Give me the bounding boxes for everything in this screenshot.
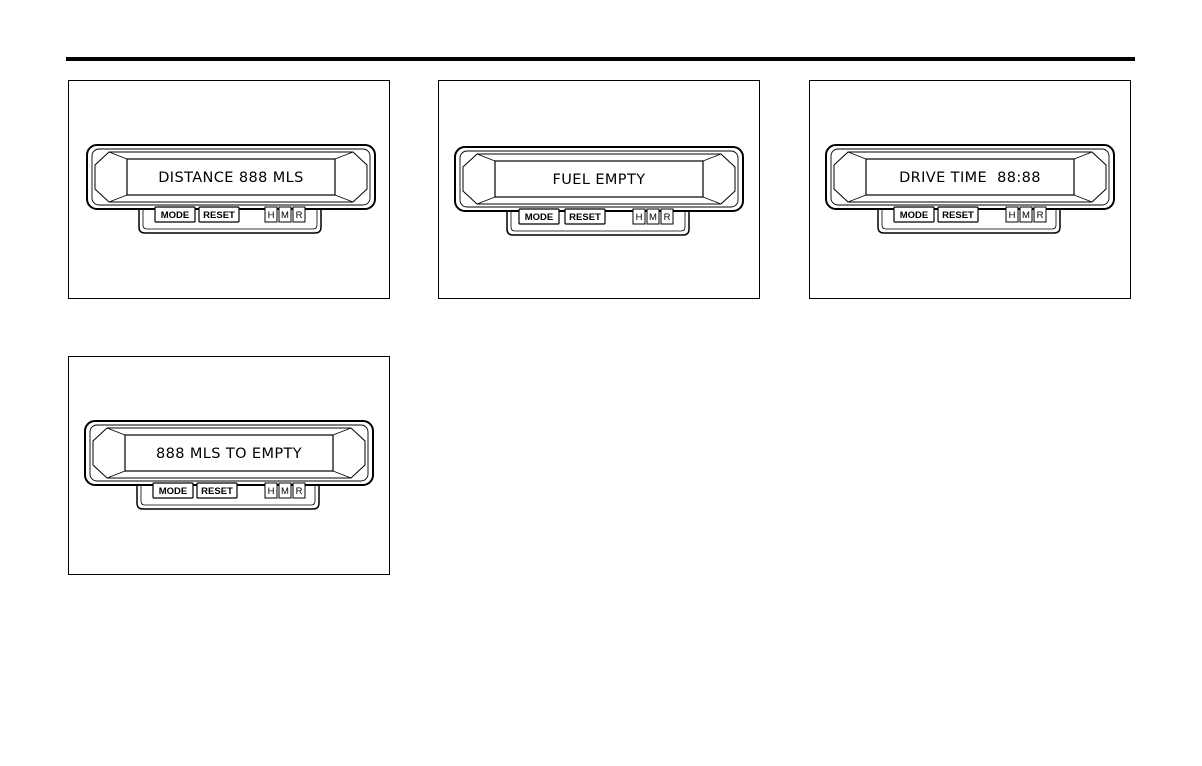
- trip-computer-display-illustration: FUEL EMPTY MODE RESET H M R: [439, 81, 761, 300]
- reset-indicator-label: R: [1037, 210, 1044, 221]
- header-rule: [66, 57, 1135, 61]
- trip-computer-display-illustration: DISTANCE 888 MLS MODE RESET H M R: [69, 81, 391, 300]
- reset-button-label: RESET: [569, 212, 601, 223]
- trip-computer-figure-distance: DISTANCE 888 MLS MODE RESET H M R: [68, 80, 390, 299]
- hours-indicator-label: H: [268, 210, 275, 221]
- minutes-indicator-label: M: [649, 212, 657, 223]
- reset-button-label: RESET: [203, 210, 235, 221]
- reset-indicator-label: R: [664, 212, 671, 223]
- reset-button-label: RESET: [942, 210, 974, 221]
- reset-indicator-label: R: [296, 210, 303, 221]
- lcd-readout: DRIVE TIME 88:88: [899, 170, 1041, 186]
- mode-button-label: MODE: [525, 212, 554, 223]
- trip-computer-figure-drive-time: DRIVE TIME 88:88 MODE RESET H M R: [809, 80, 1131, 299]
- minutes-indicator-label: M: [281, 210, 289, 221]
- trip-computer-figure-fuel-empty: FUEL EMPTY MODE RESET H M R: [438, 80, 760, 299]
- hours-indicator-label: H: [1009, 210, 1016, 221]
- mode-button-label: MODE: [900, 210, 929, 221]
- minutes-indicator-label: M: [1022, 210, 1030, 221]
- reset-button-label: RESET: [201, 486, 233, 497]
- trip-computer-display-illustration: 888 MLS TO EMPTY MODE RESET H M R: [69, 357, 391, 576]
- mode-button-label: MODE: [159, 486, 188, 497]
- hours-indicator-label: H: [268, 486, 275, 497]
- lcd-readout: 888 MLS TO EMPTY: [156, 446, 302, 462]
- lcd-readout: DISTANCE 888 MLS: [158, 170, 304, 186]
- minutes-indicator-label: M: [281, 486, 289, 497]
- reset-indicator-label: R: [296, 486, 303, 497]
- hours-indicator-label: H: [636, 212, 643, 223]
- mode-button-label: MODE: [161, 210, 190, 221]
- trip-computer-display-illustration: DRIVE TIME 88:88 MODE RESET H M R: [810, 81, 1132, 300]
- trip-computer-figure-range: 888 MLS TO EMPTY MODE RESET H M R: [68, 356, 390, 575]
- lcd-readout: FUEL EMPTY: [553, 172, 646, 188]
